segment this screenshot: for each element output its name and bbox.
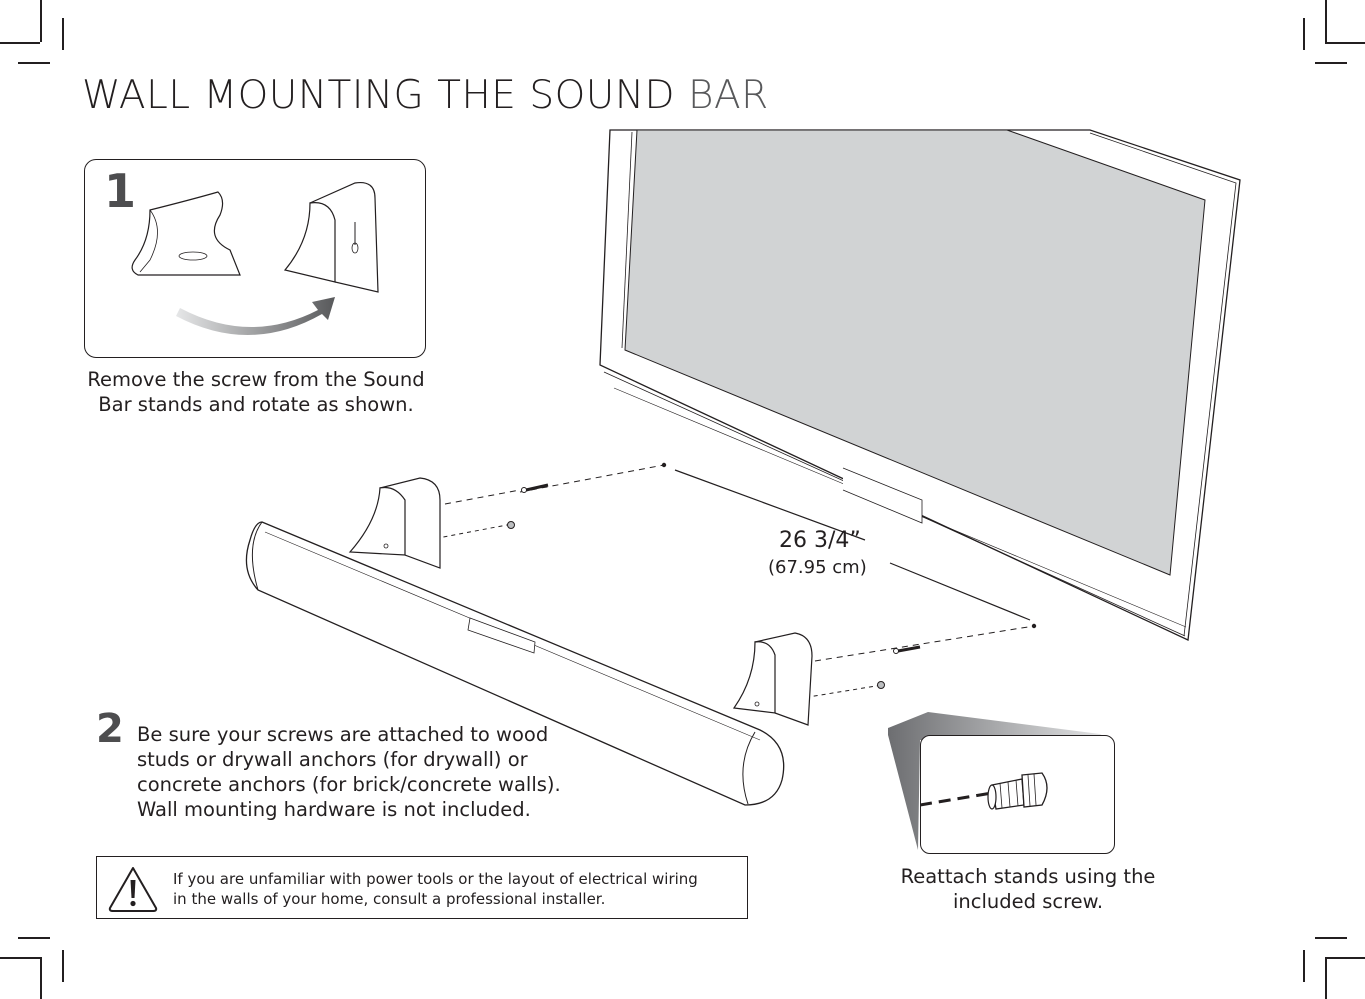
step2-number: 2 [96, 706, 124, 752]
title-accent: BAR [687, 73, 769, 118]
sound-bar-illustration [245, 521, 785, 806]
screw-head-icon [507, 521, 515, 529]
detail-caption-line: Reattach stands using the [900, 865, 1156, 888]
crop-mark [1303, 950, 1305, 982]
detail-panel [919, 735, 1115, 854]
anchor-point [1031, 623, 1037, 629]
warning-line: in the walls of your home, consult a pro… [173, 890, 606, 908]
crop-mark [1325, 0, 1327, 42]
screw-head-icon [877, 681, 885, 689]
crop-mark [1315, 937, 1347, 939]
crop-mark [62, 18, 64, 50]
step2-line: concrete anchors (for brick/concrete wal… [137, 773, 561, 796]
dimension-line [674, 469, 866, 541]
sound-bar-stand-left [348, 477, 441, 569]
step1-illustration [131, 181, 379, 336]
screw-detail-icon [919, 771, 1048, 810]
crop-mark [18, 62, 50, 64]
crop-mark [1325, 42, 1365, 44]
screw-icon [521, 483, 549, 493]
crop-mark [40, 0, 42, 42]
detail-caption-line: included screw. [952, 890, 1104, 913]
crop-mark [62, 950, 64, 982]
warning-triangle-icon [108, 867, 158, 912]
page-title: WALL MOUNTING THE SOUND BAR [82, 72, 769, 120]
step2-line: Be sure your screws are attached to wood [137, 723, 549, 746]
warning-line: If you are unfamiliar with power tools o… [173, 870, 698, 888]
dimension-imperial: 26 3/4” [779, 528, 861, 553]
detail-caption: Reattach stands using the included screw… [880, 864, 1176, 914]
crop-mark [40, 957, 42, 999]
crop-mark [18, 937, 50, 939]
warning-text: If you are unfamiliar with power tools o… [173, 869, 733, 909]
step1-panel [84, 159, 426, 358]
step1-caption-line: Remove the screw from the Sound [87, 368, 425, 391]
step2-line: studs or drywall anchors (for drywall) o… [137, 748, 528, 771]
dimension-metric: (67.95 cm) [768, 557, 867, 578]
screw-path [444, 489, 521, 505]
step1-number: 1 [104, 164, 137, 218]
anchor-point [661, 462, 667, 468]
crop-mark [1325, 957, 1365, 959]
crop-mark [1303, 18, 1305, 50]
step2-instructions: Be sure your screws are attached to wood… [137, 722, 607, 822]
step2-line: Wall mounting hardware is not included. [137, 798, 531, 821]
step1-caption: Remove the screw from the Sound Bar stan… [70, 367, 442, 417]
crop-mark [0, 957, 40, 959]
screw-path [519, 464, 665, 493]
crop-mark [0, 42, 40, 44]
warning-panel: If you are unfamiliar with power tools o… [96, 856, 748, 919]
screw-icon [893, 645, 921, 654]
crop-mark [1315, 62, 1347, 64]
title-main: WALL MOUNTING THE SOUND [82, 73, 676, 118]
step1-caption-line: Bar stands and rotate as shown. [98, 393, 414, 416]
tv-illustration [599, 129, 1241, 641]
sound-bar-stand-right [732, 632, 813, 726]
rotate-arrow-icon [176, 297, 335, 336]
dimension-line [889, 562, 1031, 621]
crop-mark [1325, 957, 1327, 999]
screw-path [814, 625, 1035, 662]
